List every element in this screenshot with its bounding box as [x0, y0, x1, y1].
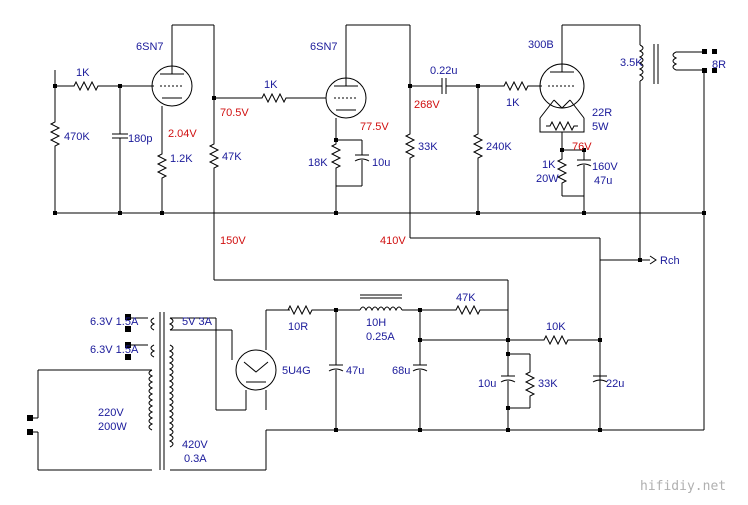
r-grid3-symbol: [473, 129, 483, 163]
c-psu2-label: 68u: [392, 365, 410, 377]
c-couple-label: 0.22u: [430, 65, 458, 77]
ot-primary-symbol: [638, 44, 644, 82]
pt-secondary-a: 0.3A: [184, 453, 207, 465]
v2-plate-voltage: 268V: [414, 99, 440, 111]
r-in-symbol: [69, 81, 103, 91]
r-stop3-symbol: [499, 81, 533, 91]
pt-heater1: 6.3V 1.5A: [90, 316, 139, 328]
c-cath3-c: 47u: [594, 175, 612, 187]
r-hum-label: 22R: [592, 107, 612, 119]
c-psu3-label: 10u: [478, 378, 496, 390]
r-cath3-symbol: [557, 154, 567, 188]
v3-label: 300B: [528, 39, 554, 51]
rch-connector: Rch: [660, 255, 680, 267]
ot-primary-label: 3.5K: [620, 57, 643, 69]
pt-secondary-symbol: [168, 344, 174, 448]
c-psu1-label: 47u: [346, 365, 364, 377]
c-psu4-label: 22u: [606, 378, 624, 390]
pt-rect-heater: 5V 3A: [182, 316, 213, 328]
r-psu4-symbol: [525, 367, 535, 401]
r-cath3-power: 20W: [536, 173, 559, 185]
b150-voltage: 150V: [220, 235, 246, 247]
r-psu3-symbol: [539, 335, 573, 345]
pt-heater2: 6.3V 1.5A: [90, 344, 139, 356]
choke-symbol: [359, 306, 403, 312]
ot-secondary-label: 8R: [712, 59, 726, 71]
r-cath2-label: 18K: [308, 157, 328, 169]
pt-primary-v: 220V: [98, 407, 124, 419]
rect-tube-symbol: [235, 349, 277, 391]
r-cath2-symbol: [331, 139, 341, 173]
choke-current: 0.25A: [366, 331, 395, 343]
r-hum-power: 5W: [592, 121, 609, 133]
v2-label: 6SN7: [310, 41, 338, 53]
r-cath1-label: 1.2K: [170, 153, 193, 165]
r-psu2-symbol: [451, 305, 485, 315]
rect-label: 5U4G: [282, 365, 311, 377]
r-psu2-label: 47K: [456, 292, 476, 304]
v3-cath-voltage: 76V: [572, 141, 592, 153]
v1-cath-voltage: 2.04V: [168, 128, 197, 140]
pt-primary-symbol: [148, 369, 154, 431]
r-plate1-label: 47K: [222, 151, 242, 163]
choke-inductance: 10H: [366, 317, 386, 329]
r-grid1-label: 470K: [64, 131, 90, 143]
b410-voltage: 410V: [380, 235, 406, 247]
r-grid3-label: 240K: [486, 141, 512, 153]
v2-cath-voltage: 77.5V: [360, 121, 389, 133]
pt-primary-w: 200W: [98, 421, 127, 433]
c-in-label: 180p: [128, 133, 152, 145]
r-cath3-label: 1K: [542, 159, 556, 171]
v1-plate-voltage: 70.5V: [220, 107, 249, 119]
r-hum-symbol: [545, 121, 579, 131]
r-plate1-symbol: [209, 139, 219, 173]
r-grid1-symbol: [50, 117, 60, 151]
r-stop2-symbol: [257, 93, 291, 103]
r-stop3-label: 1K: [506, 97, 520, 109]
r-cath1-symbol: [157, 149, 167, 183]
r-plate2-label: 33K: [418, 141, 438, 153]
r-psu4-label: 33K: [538, 378, 558, 390]
c-cath3-v: 160V: [592, 161, 618, 173]
v1-label: 6SN7: [136, 41, 164, 53]
r-stop2-label: 1K: [264, 79, 278, 91]
junction-dots: [53, 84, 706, 432]
c-cath2-label: 10u: [372, 157, 390, 169]
r-plate2-symbol: [405, 129, 415, 163]
watermark: hifidiy.net: [640, 479, 726, 494]
r-in-label: 1K: [76, 67, 90, 79]
r-psu1-label: 10R: [288, 321, 308, 333]
pt-secondary-v: 420V: [182, 439, 208, 451]
r-psu3-label: 10K: [546, 321, 566, 333]
